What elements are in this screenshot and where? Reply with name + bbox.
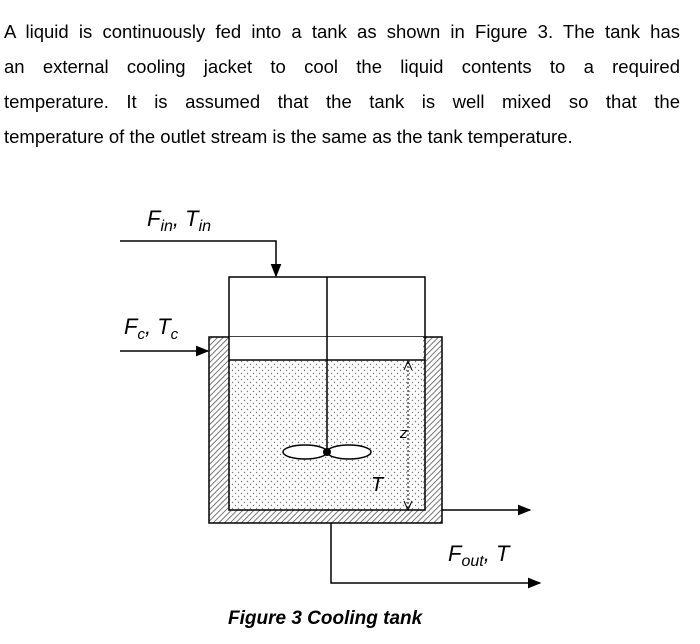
text-line-2: an external cooling jacket to cool the l… — [4, 56, 680, 77]
problem-description: A liquid is continuously fed into a tank… — [4, 14, 680, 154]
tank-liquid — [229, 360, 423, 510]
text-line-3: temperature. It is assumed that the tank… — [4, 91, 680, 112]
text-line-1: A liquid is continuously fed into a tank… — [4, 21, 680, 42]
tank-headspace — [229, 337, 423, 360]
outlet-stream — [330, 523, 542, 589]
level-dimension — [403, 359, 413, 512]
text-line-4: temperature of the outlet stream is the … — [4, 126, 573, 147]
level-label: z — [399, 425, 408, 442]
coolant-label: Fc, Tc — [124, 314, 179, 343]
tank-temperature-label: T — [371, 474, 385, 496]
impeller — [282, 444, 372, 460]
inlet-label: Fin, Tin — [147, 206, 211, 235]
outlet-label: Fout, T — [448, 541, 511, 570]
figure-caption: Figure 3 Cooling tank — [228, 608, 424, 629]
inlet-stream — [120, 240, 282, 278]
